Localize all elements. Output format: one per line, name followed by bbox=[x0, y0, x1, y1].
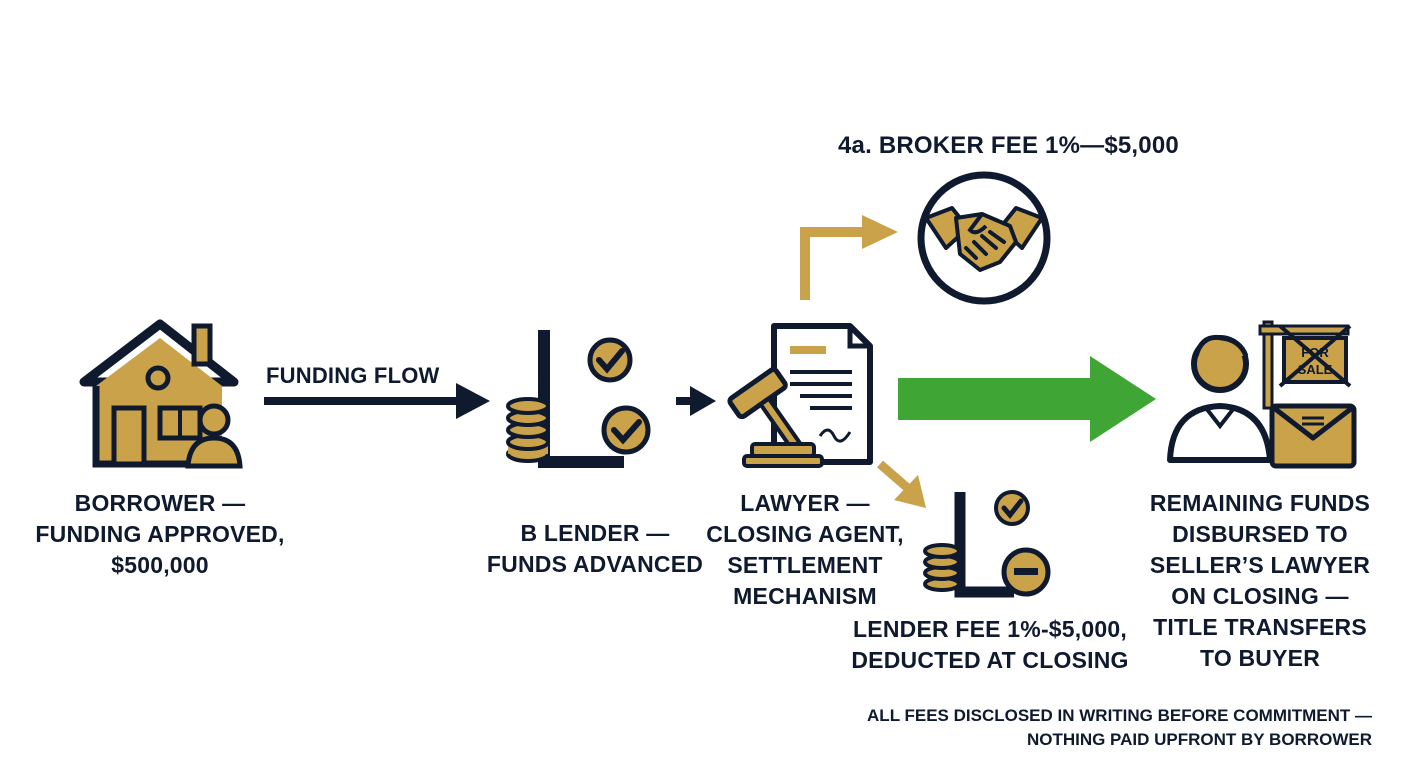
lawyer-label-line: SETTLEMENT bbox=[727, 552, 883, 578]
remaining-funds-arrow bbox=[898, 356, 1156, 442]
funding-flow-arrow bbox=[264, 383, 490, 419]
seller-icon-group: FOR SALE bbox=[1162, 312, 1362, 472]
seller-label-line: REMAINING FUNDS bbox=[1149, 490, 1371, 516]
borrower-label-line: FUNDING APPROVED, bbox=[35, 521, 285, 547]
lender-fee-arrow bbox=[877, 460, 926, 508]
person-icon bbox=[185, 403, 243, 469]
lender-coins-icon bbox=[506, 330, 624, 468]
lender-fee-label-line: LENDER FEE 1%-$5,000, bbox=[853, 616, 1127, 642]
footer-line: NOTHING PAID UPFRONT BY BORROWER bbox=[1026, 730, 1372, 749]
house-icon bbox=[79, 319, 239, 468]
footer-line: ALL FEES DISCLOSED IN WRITING BEFORE COM… bbox=[867, 706, 1372, 725]
seller-label-line: TITLE TRANSFERS bbox=[1153, 614, 1367, 640]
lawyer-label: LAWYER — CLOSING AGENT, SETTLEMENT MECHA… bbox=[700, 488, 910, 612]
lawyer-label-line: CLOSING AGENT, bbox=[706, 521, 904, 547]
lender-fee-icon-group bbox=[922, 488, 1052, 600]
footer-disclosure: ALL FEES DISCLOSED IN WRITING BEFORE COM… bbox=[867, 704, 1372, 752]
seller-label: REMAINING FUNDS DISBURSED TO SELLER’S LA… bbox=[1140, 488, 1380, 674]
lender-label-line: FUNDS ADVANCED bbox=[486, 551, 704, 577]
coins-minus-icon bbox=[923, 490, 1051, 598]
borrower-label-line: $500,000 bbox=[111, 552, 209, 578]
borrower-label-line: BORROWER — bbox=[74, 490, 246, 516]
broker-fee-arrow bbox=[800, 215, 898, 300]
lender-fee-label-line: DEDUCTED AT CLOSING bbox=[851, 647, 1129, 673]
broker-fee-label: 4a. BROKER FEE 1%—$5,000 bbox=[838, 132, 1179, 159]
lender-label: B LENDER — FUNDS ADVANCED bbox=[470, 518, 720, 580]
lender-label-line: B LENDER — bbox=[520, 520, 670, 546]
lawyer-label-line: MECHANISM bbox=[733, 583, 877, 609]
seller-label-line: SELLER’S LAWYER bbox=[1149, 552, 1371, 578]
check-badge-icon bbox=[587, 337, 651, 455]
lawyer-icon-group bbox=[700, 320, 880, 470]
lender-icon-group bbox=[506, 326, 656, 468]
buyer-person-icon bbox=[1167, 334, 1273, 463]
funding-flow-label: FUNDING FLOW bbox=[266, 363, 440, 388]
borrower-label: BORROWER — FUNDING APPROVED, $500,000 bbox=[30, 488, 290, 581]
lender-to-lawyer-arrow bbox=[676, 386, 716, 416]
envelope-icon bbox=[1269, 403, 1357, 469]
lender-fee-label: LENDER FEE 1%-$5,000, DEDUCTED AT CLOSIN… bbox=[840, 614, 1140, 676]
gavel-icon bbox=[727, 367, 824, 468]
handshake-icon bbox=[916, 170, 1052, 306]
seller-label-line: TO BUYER bbox=[1199, 645, 1321, 671]
seller-label-line: DISBURSED TO bbox=[1172, 521, 1348, 547]
borrower-icon-group bbox=[74, 316, 244, 469]
for-sale-sign-icon: FOR SALE bbox=[1258, 320, 1352, 410]
document-icon bbox=[771, 323, 873, 465]
lawyer-label-line: LAWYER — bbox=[740, 490, 870, 516]
seller-label-line: ON CLOSING — bbox=[1171, 583, 1349, 609]
